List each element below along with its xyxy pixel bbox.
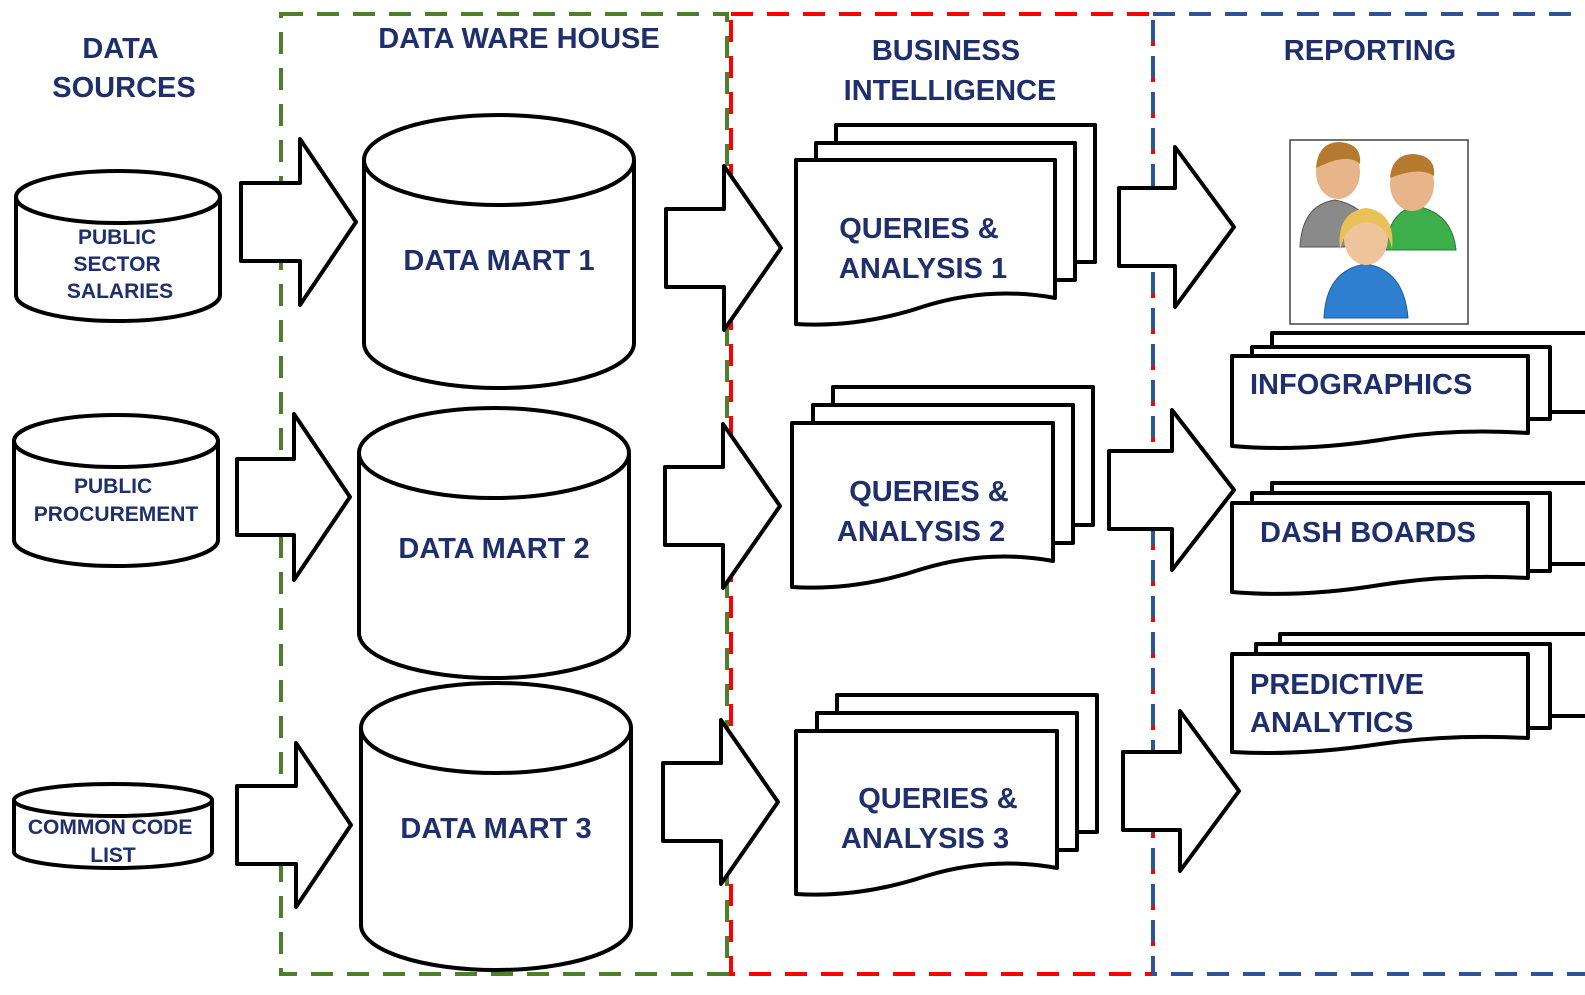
data-warehouse-section-border bbox=[279, 12, 729, 976]
arrow-source-to-mart-1 bbox=[239, 137, 358, 307]
data-mart-3-label: DATA MART 3 bbox=[400, 813, 591, 845]
queries-analysis-1-label: QUERIES & ANALYSIS 1 bbox=[839, 213, 1007, 285]
data-mart-2: DATA MART 2 bbox=[357, 406, 631, 680]
report-dash-boards: DASH BOARDS bbox=[1230, 481, 1585, 596]
report-dash-boards-label: DASH BOARDS bbox=[1260, 517, 1476, 549]
report-infographics-label: INFOGRAPHICS bbox=[1250, 369, 1472, 401]
data-mart-3: DATA MART 3 bbox=[359, 681, 633, 972]
arrow-queries-2-to-reporting bbox=[1107, 408, 1236, 572]
report-predictive-analytics-label: PREDICTIVE ANALYTICS bbox=[1250, 669, 1432, 739]
source-label-procurement: PUBLIC PROCUREMENT bbox=[34, 475, 199, 526]
arrow-queries-1-to-reporting bbox=[1117, 145, 1236, 309]
source-label-common-code-list: COMMON CODE LIST bbox=[28, 816, 198, 867]
source-cylinder-common-code-list: COMMON CODE LIST bbox=[12, 782, 214, 870]
business-intelligence-header: BUSINESS INTELLIGENCE bbox=[844, 35, 1057, 107]
data-sources-header: DATA SOURCES bbox=[52, 33, 195, 104]
people-group-icon bbox=[1289, 139, 1469, 325]
reporting-header: REPORTING bbox=[1284, 35, 1456, 67]
queries-analysis-3: QUERIES & ANALYSIS 3 bbox=[794, 693, 1099, 897]
data-warehouse-header: DATA WARE HOUSE bbox=[378, 23, 659, 55]
arrow-mart-3-to-queries-3 bbox=[661, 718, 780, 886]
data-mart-1: DATA MART 1 bbox=[362, 113, 636, 390]
data-mart-1-label: DATA MART 1 bbox=[403, 245, 594, 277]
data-mart-2-label: DATA MART 2 bbox=[398, 533, 589, 565]
arrow-queries-3-to-reporting bbox=[1121, 709, 1241, 873]
source-cylinder-salaries: PUBLIC SECTOR SALARIES bbox=[14, 169, 222, 323]
arrow-mart-2-to-queries-2 bbox=[663, 422, 782, 590]
arrow-source-to-mart-3 bbox=[235, 741, 353, 909]
report-predictive-analytics: PREDICTIVE ANALYTICS bbox=[1230, 632, 1585, 755]
queries-analysis-2-label: QUERIES & ANALYSIS 2 bbox=[837, 476, 1017, 548]
queries-analysis-2: QUERIES & ANALYSIS 2 bbox=[790, 385, 1095, 590]
source-cylinder-procurement: PUBLIC PROCUREMENT bbox=[12, 413, 220, 568]
report-infographics: INFOGRAPHICS bbox=[1230, 331, 1585, 450]
arrow-mart-1-to-queries-1 bbox=[664, 164, 783, 332]
source-label-salaries: PUBLIC SECTOR SALARIES bbox=[67, 226, 173, 303]
queries-analysis-3-label: QUERIES & ANALYSIS 3 bbox=[841, 783, 1026, 855]
arrow-source-to-mart-2 bbox=[235, 412, 352, 582]
queries-analysis-1: QUERIES & ANALYSIS 1 bbox=[794, 123, 1097, 327]
